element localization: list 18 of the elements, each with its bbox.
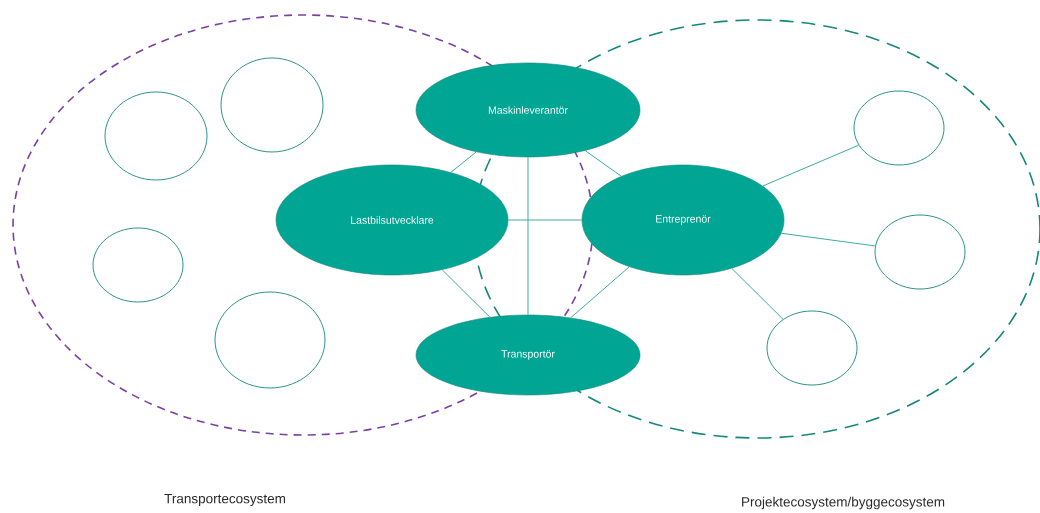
connector-line <box>780 232 876 247</box>
empty-circle <box>853 90 945 166</box>
connector-line <box>527 156 529 316</box>
connector-line <box>441 269 491 318</box>
empty-circle <box>214 291 326 389</box>
connector-line <box>507 219 583 221</box>
node-label: Transportecosystem <box>164 493 285 507</box>
empty-circle <box>104 91 208 181</box>
node-label: Projektecosystem/byggecosystem <box>742 496 945 510</box>
connector-line <box>762 144 860 187</box>
empty-circle <box>92 227 184 303</box>
empty-circle <box>766 310 858 386</box>
empty-circle <box>874 214 966 290</box>
connector-line <box>450 151 477 173</box>
connector-line <box>570 266 630 319</box>
empty-circle <box>220 57 324 153</box>
connector-line <box>731 267 784 320</box>
connector-line <box>584 150 622 177</box>
